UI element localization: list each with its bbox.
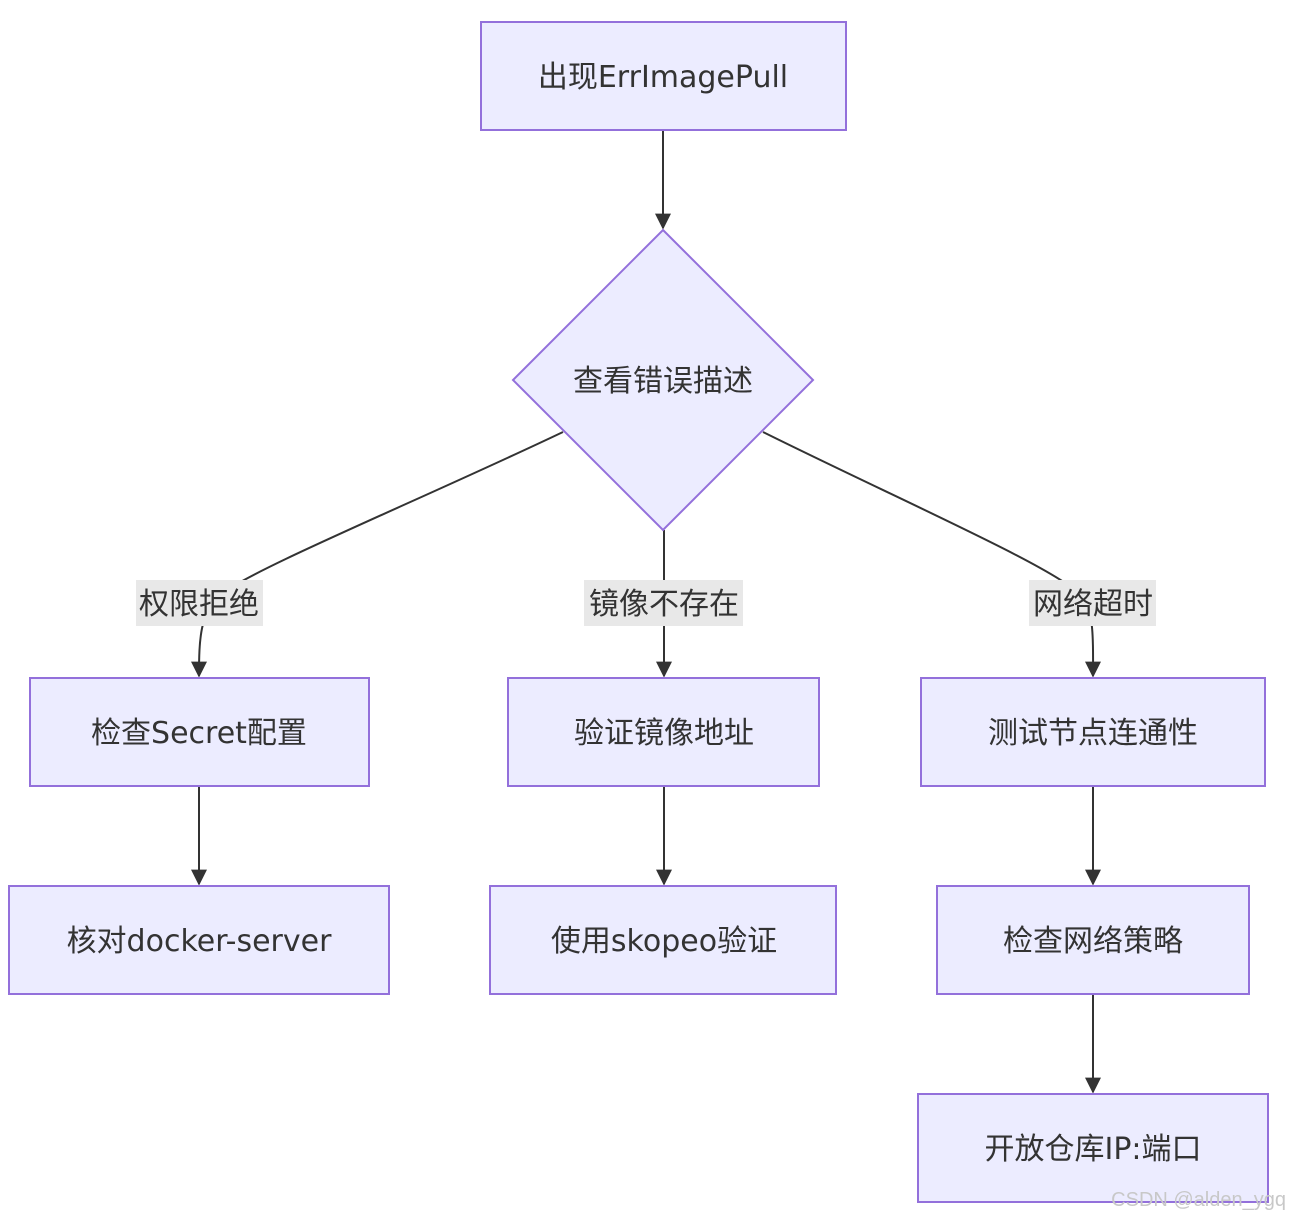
node-check-secret-label: 检查Secret配置 [91,716,307,751]
edge-label-permission: 权限拒绝 [136,580,263,626]
node-decision: 查看错误描述 [511,228,815,532]
node-test-connectivity-label: 测试节点连通性 [988,716,1198,751]
node-test-connectivity: 测试节点连通性 [920,677,1266,787]
node-check-secret: 检查Secret配置 [29,677,370,787]
node-skopeo: 使用skopeo验证 [489,885,837,995]
node-open-port: 开放仓库IP:端口 [917,1093,1269,1203]
edge-decision-to-test-connectivity [762,431,1102,678]
node-network-policy-label: 检查网络策略 [1003,924,1183,959]
node-start-label: 出现ErrImagePull [538,60,788,95]
watermark: CSDN @alden_ygq [1111,1189,1286,1211]
edge-label-not-found: 镜像不存在 [584,580,743,626]
edge-label-timeout: 网络超时 [1029,580,1156,626]
node-verify-image: 验证镜像地址 [507,677,820,787]
node-skopeo-label: 使用skopeo验证 [551,924,777,959]
node-verify-server-label: 核对docker-server [67,924,333,959]
edge-decision-to-check-secret [191,431,564,678]
node-network-policy: 检查网络策略 [936,885,1250,995]
node-verify-image-label: 验证镜像地址 [574,716,754,751]
edge-label-timeout-text: 网络超时 [1033,587,1153,622]
edge-label-not-found-text: 镜像不存在 [589,587,739,622]
node-verify-server: 核对docker-server [8,885,390,995]
node-decision-label: 查看错误描述 [573,364,753,399]
node-start: 出现ErrImagePull [480,21,847,131]
node-open-port-label: 开放仓库IP:端口 [984,1132,1201,1167]
edge-label-permission-text: 权限拒绝 [139,587,259,622]
